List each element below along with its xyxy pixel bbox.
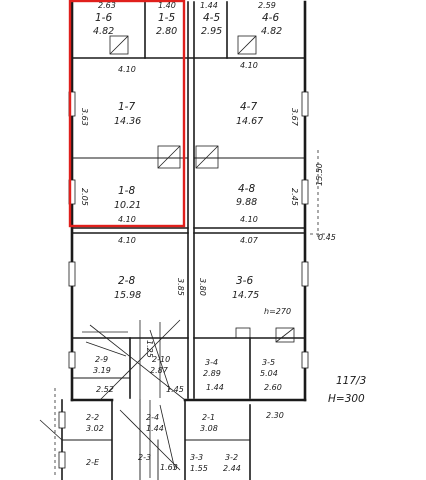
dim-label: 4.10: [118, 215, 136, 224]
dim-label: 1.44: [200, 1, 218, 10]
room-number: 4-6: [262, 12, 279, 24]
dim-label: 3.85: [176, 278, 185, 296]
room-number: 2-2: [86, 413, 99, 422]
room-number: 3-6: [236, 275, 253, 287]
dimension-lines: [54, 150, 330, 478]
room-area: 1.63: [160, 463, 178, 472]
dim-label: 2.52: [96, 385, 114, 394]
room-number: 2-4: [146, 413, 159, 422]
dim-label: 1.25: [145, 340, 154, 358]
room-number: 4-7: [240, 101, 257, 113]
room-number: 1-5: [158, 12, 175, 24]
room-area: 15.98: [114, 290, 141, 301]
room-number: 2-1: [202, 413, 215, 422]
dim-label: 3.80: [198, 278, 207, 296]
dim-label: 2.45: [290, 188, 299, 206]
stair-height-label: h=270: [264, 307, 291, 316]
room-number: 3-5: [262, 358, 275, 367]
room-number: 3-4: [205, 358, 218, 367]
inner-walls: [61, 1, 306, 480]
dim-label: 1.44: [206, 383, 224, 392]
room-number: 3-2: [225, 453, 238, 462]
room-number: 1-7: [118, 101, 135, 113]
dim-label: 2.05: [80, 188, 89, 206]
dim-label: 3.63: [80, 108, 89, 126]
dim-label: 2.60: [264, 383, 282, 392]
room-number: 1-8: [118, 185, 135, 197]
room-area: 2.89: [203, 369, 221, 378]
room-area: 2.44: [223, 464, 241, 473]
door-symbols: [109, 35, 295, 343]
room-area: 5.04: [260, 369, 278, 378]
dim-label: 4.10: [118, 65, 136, 74]
room-labels: 1-6 4.82 1-5 2.80 4-5 2.95 4-6 4.82 1-7 …: [86, 12, 282, 473]
room-area: 2.80: [156, 26, 177, 37]
right-total-dim: 15.50: [315, 163, 324, 186]
dim-label: 4.10: [240, 61, 258, 70]
room-number: 2-8: [118, 275, 135, 287]
dim-label: 4.07: [240, 236, 259, 245]
right-small-dim: 0.45: [318, 233, 336, 242]
room-number: 3-3: [190, 453, 203, 462]
room-area: 14.36: [114, 116, 141, 127]
room-area: 3.19: [93, 366, 111, 375]
room-area: 9.88: [236, 197, 257, 208]
room-area: 3.08: [200, 424, 218, 433]
room-number: 4-8: [238, 183, 255, 195]
dim-label: 2.30: [266, 411, 284, 420]
dim-label: 1.40: [158, 1, 176, 10]
stair-sketch: [39, 319, 186, 478]
height-note: H=300: [328, 393, 365, 405]
dim-label: 4.10: [240, 215, 258, 224]
highlighted-unit-outline: [68, 0, 186, 228]
room-area: 14.67: [236, 116, 263, 127]
room-area: 1.44: [146, 424, 164, 433]
room-area: 2.87: [150, 366, 169, 375]
room-number: 2-3: [138, 453, 151, 462]
dim-label: 2.63: [98, 1, 116, 10]
room-area: 4.82: [261, 26, 282, 37]
dim-label: 1.45: [166, 385, 184, 394]
room-area: 2.95: [201, 26, 222, 37]
room-number: 1-6: [95, 12, 112, 24]
room-number: 2-E: [86, 458, 100, 467]
room-area: 14.75: [232, 290, 259, 301]
plan-notes: 15.50 0.45 h=270 117/3 H=300: [264, 163, 366, 405]
room-area: 3.02: [86, 424, 104, 433]
room-area: 1.55: [190, 464, 208, 473]
room-area: 10.21: [114, 200, 141, 211]
dim-label: 4.10: [118, 236, 136, 245]
dim-label: 3.67: [290, 108, 299, 127]
dimension-labels: 2.63 1.40 1.44 2.59 4.10 4.10 4.10 4.10 …: [80, 1, 299, 420]
level-note: 117/3: [336, 375, 366, 387]
room-number: 2-10: [152, 355, 170, 364]
windows: [58, 91, 309, 469]
room-area: 4.82: [93, 26, 114, 37]
dim-label: 2.59: [258, 1, 276, 10]
room-number: 4-5: [203, 12, 220, 24]
room-number: 2-9: [95, 355, 108, 364]
